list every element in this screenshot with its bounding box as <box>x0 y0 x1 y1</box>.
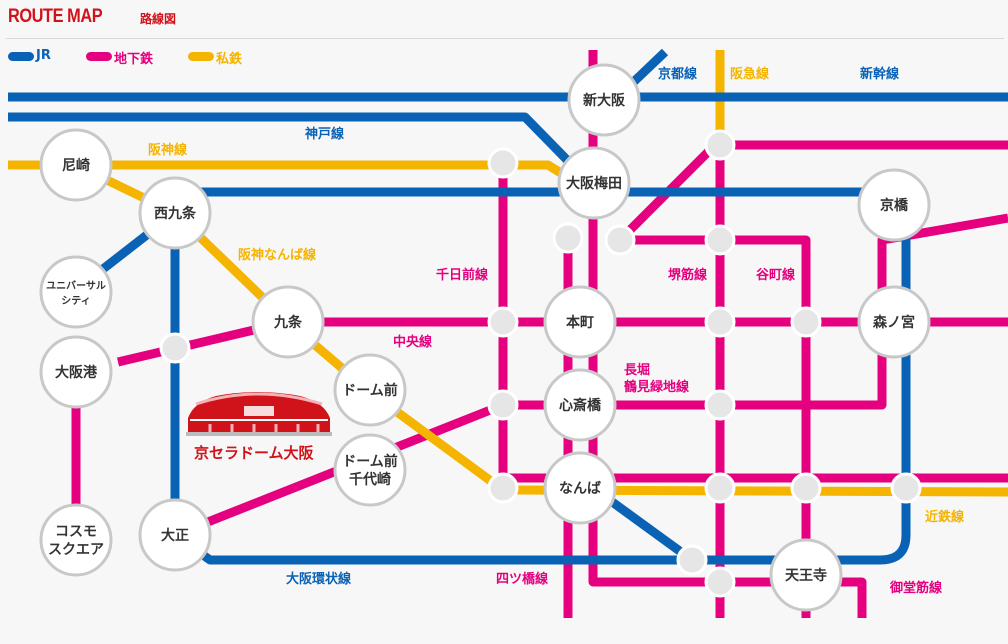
station-node[interactable] <box>487 306 519 338</box>
label-yotsubashi-line: 四ツ橋線 <box>496 571 549 587</box>
legend-label-private: 私鉄 <box>216 52 243 67</box>
station-label: 九条 <box>273 314 303 331</box>
station-node[interactable] <box>159 332 191 364</box>
station-label: ユニバーサル <box>46 280 106 292</box>
station-node[interactable] <box>704 566 736 598</box>
label-nagahori: 長堀 <box>624 363 650 378</box>
label-shinkansen: 新幹線 <box>860 66 900 82</box>
label-hanshin-line: 阪神線 <box>148 142 188 158</box>
header: ROUTE MAP 路線図 <box>6 0 1004 39</box>
line-labels: 京都線 阪急線 新幹線 神戸線 阪神線 阪神なんば線 千日前線 堺筋線 谷町線 … <box>148 66 965 596</box>
label-hankyu-line: 阪急線 <box>730 66 770 82</box>
legend-label-jr: JR <box>36 48 51 63</box>
station-kujo[interactable]: 九条 <box>251 285 325 359</box>
station-label: 西九条 <box>154 205 197 222</box>
label-tsurumi-ryokuchi-line: 鶴見緑地線 <box>624 379 690 395</box>
station-node[interactable] <box>790 306 822 338</box>
station-label: 尼崎 <box>62 157 90 174</box>
station-label: 新大阪 <box>583 92 626 109</box>
dome-stadium-icon <box>186 392 332 436</box>
label-sennichimae-line: 千日前線 <box>436 267 489 283</box>
line-loop <box>170 205 911 565</box>
station-morinomiya[interactable]: 森ノ宮 <box>857 285 931 359</box>
station-label: ドーム前 <box>342 382 398 399</box>
station-label: 京橋 <box>880 197 909 214</box>
legend-swatch-private <box>188 52 214 61</box>
label-midosuji-line: 御堂筋線 <box>889 580 943 596</box>
label-kyoto-line: 京都線 <box>658 66 698 82</box>
station-label: なんば <box>559 481 601 497</box>
station-tennoji[interactable]: 天王寺 <box>769 538 843 612</box>
station-node[interactable] <box>704 389 736 421</box>
station-amagasaki[interactable]: 尼崎 <box>39 128 113 202</box>
station-kyobashi[interactable]: 京橋 <box>857 168 931 242</box>
station-node[interactable] <box>704 129 736 161</box>
station-node[interactable] <box>890 472 922 504</box>
station-label: ドーム前 <box>342 453 398 470</box>
station-label: 大阪梅田 <box>566 175 622 192</box>
station-nishikujo[interactable]: 西九条 <box>138 176 212 250</box>
legend-label-subway: 地下鉄 <box>114 52 154 67</box>
station-dome-mae-chiyozaki[interactable]: ドーム前 千代崎 <box>333 433 407 507</box>
legend-swatch-jr <box>8 52 34 61</box>
station-shin-osaka[interactable]: 新大阪 <box>567 63 641 137</box>
station-node[interactable] <box>704 472 736 504</box>
station-label: スクエア <box>48 542 104 558</box>
station-taisho[interactable]: 大正 <box>138 498 212 572</box>
station-node[interactable] <box>676 544 708 576</box>
station-label: 本町 <box>566 314 594 331</box>
station-label: 大正 <box>161 527 189 544</box>
station-label: 心斎橋 <box>559 397 602 414</box>
station-node[interactable] <box>487 389 519 421</box>
page-title: ROUTE MAP <box>8 6 103 27</box>
label-loop-line: 大阪環状線 <box>286 571 352 587</box>
station-node[interactable] <box>704 224 736 256</box>
station-label: シティ <box>61 295 90 307</box>
station-osaka-umeda[interactable]: 大阪梅田 <box>557 146 631 220</box>
station-label: コスモ <box>55 524 97 540</box>
station-label: 森ノ宮 <box>873 314 915 331</box>
station-label: 天王寺 <box>785 568 827 584</box>
station-cosmo-square[interactable]: コスモ スクエア <box>39 503 113 577</box>
label-tanimachi-line: 谷町線 <box>756 267 796 283</box>
station-namba[interactable]: なんば <box>543 451 617 525</box>
station-honmachi[interactable]: 本町 <box>543 285 617 359</box>
label-hanshin-namba-line: 阪神なんば線 <box>238 247 317 263</box>
legend-swatch-subway <box>86 52 112 61</box>
label-kobe-line: 神戸線 <box>305 126 345 142</box>
page-subtitle: 路線図 <box>140 12 177 26</box>
label-chuo-line: 中央線 <box>393 334 433 350</box>
station-node[interactable] <box>552 222 584 254</box>
station-node[interactable] <box>790 472 822 504</box>
small-stations <box>159 129 922 598</box>
station-node[interactable] <box>487 472 519 504</box>
dome-label: 京セラドーム大阪 <box>194 444 314 462</box>
label-sakaisuji-line: 堺筋線 <box>668 267 708 283</box>
station-dome-mae[interactable]: ドーム前 <box>333 353 407 427</box>
station-universal-city[interactable]: ユニバーサル シティ <box>39 255 113 329</box>
station-node[interactable] <box>704 306 736 338</box>
station-label: 大阪港 <box>55 364 98 381</box>
station-label: 千代崎 <box>349 471 391 488</box>
station-node[interactable] <box>487 147 519 179</box>
label-kintetsu-line: 近鉄線 <box>925 509 965 525</box>
line-kobe <box>8 112 576 169</box>
station-osakako[interactable]: 大阪港 <box>39 335 113 409</box>
station-shinsaibashi[interactable]: 心斎橋 <box>543 368 617 442</box>
station-node[interactable] <box>604 224 636 256</box>
